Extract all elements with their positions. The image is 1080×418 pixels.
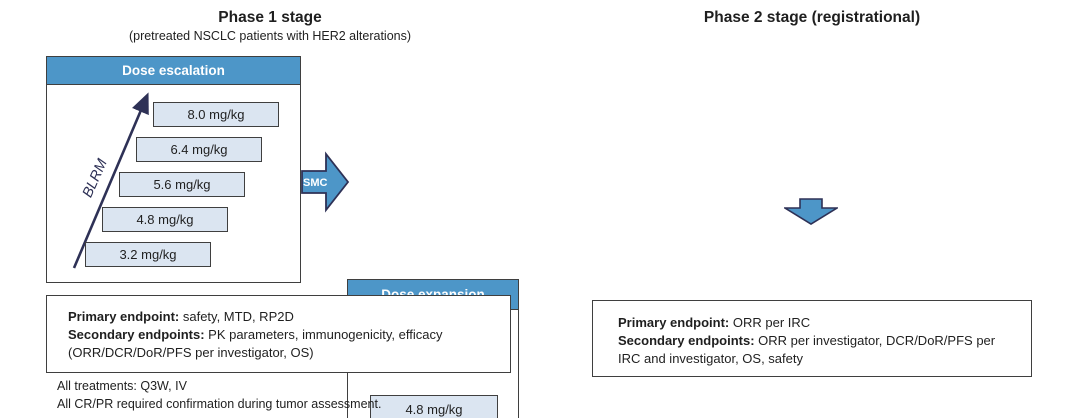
phase2-secondary-endpoint-line2: IRC and investigator, OS, safety (618, 351, 803, 366)
phase2-endpoints-box: Primary endpoint: ORR per IRC Secondary … (592, 300, 1032, 377)
dose-box-5-6: 5.6 mg/kg (119, 172, 245, 197)
phase2-primary-endpoint-text: ORR per IRC (729, 315, 811, 330)
dose-box-8-0: 8.0 mg/kg (153, 102, 279, 127)
phase1-title: Phase 1 stage (218, 9, 322, 26)
dose-box-4-8: 4.8 mg/kg (102, 207, 228, 232)
footnote-confirmation: All CR/PR required confirmation during t… (57, 397, 382, 411)
smc-arrow: SMC (301, 151, 350, 213)
phase1-primary-endpoint-label: Primary endpoint: (68, 309, 180, 324)
phase1-secondary-endpoint-label: Secondary endpoints: (68, 327, 205, 342)
phase1-secondary-endpoint-line: Secondary endpoints: PK parameters, immu… (68, 326, 496, 344)
smc-label: SMC (303, 177, 328, 189)
phase2-down-arrow (784, 198, 838, 225)
dose-escalation-box: Dose escalation BLRM 8.0 mg/kg 6.4 mg/kg… (46, 56, 301, 283)
phase2-title: Phase 2 stage (registrational) (703, 9, 921, 26)
phase2-secondary-endpoint-text: ORR per investigator, DCR/DoR/PFS per (754, 333, 996, 348)
phase1-primary-endpoint-line: Primary endpoint: safety, MTD, RP2D (68, 308, 496, 326)
dose-box-6-4: 6.4 mg/kg (136, 137, 262, 162)
phase1-primary-endpoint-text: safety, MTD, RP2D (179, 309, 294, 324)
footnote-treatments: All treatments: Q3W, IV (57, 379, 187, 393)
dose-escalation-header: Dose escalation (47, 57, 300, 85)
phase1-subtitle: (pretreated NSCLC patients with HER2 alt… (128, 29, 412, 43)
blrm-escalation-arrow: BLRM (72, 92, 149, 269)
phase2-primary-endpoint-label: Primary endpoint: (618, 315, 730, 330)
dose-box-3-2: 3.2 mg/kg (85, 242, 211, 267)
phase1-secondary-endpoint-text: PK parameters, immunogenicity, efficacy (204, 327, 443, 342)
phase1-secondary-endpoint-line2: (ORR/DCR/DoR/PFS per investigator, OS) (68, 345, 314, 360)
phase2-primary-endpoint-line: Primary endpoint: ORR per IRC (618, 314, 1017, 332)
phase2-secondary-endpoint-line: Secondary endpoints: ORR per investigato… (618, 332, 1017, 350)
phase2-secondary-endpoint-label: Secondary endpoints: (618, 333, 755, 348)
phase1-endpoints-box: Primary endpoint: safety, MTD, RP2D Seco… (46, 295, 511, 373)
expansion-dose-4-8: 4.8 mg/kg (370, 395, 498, 418)
